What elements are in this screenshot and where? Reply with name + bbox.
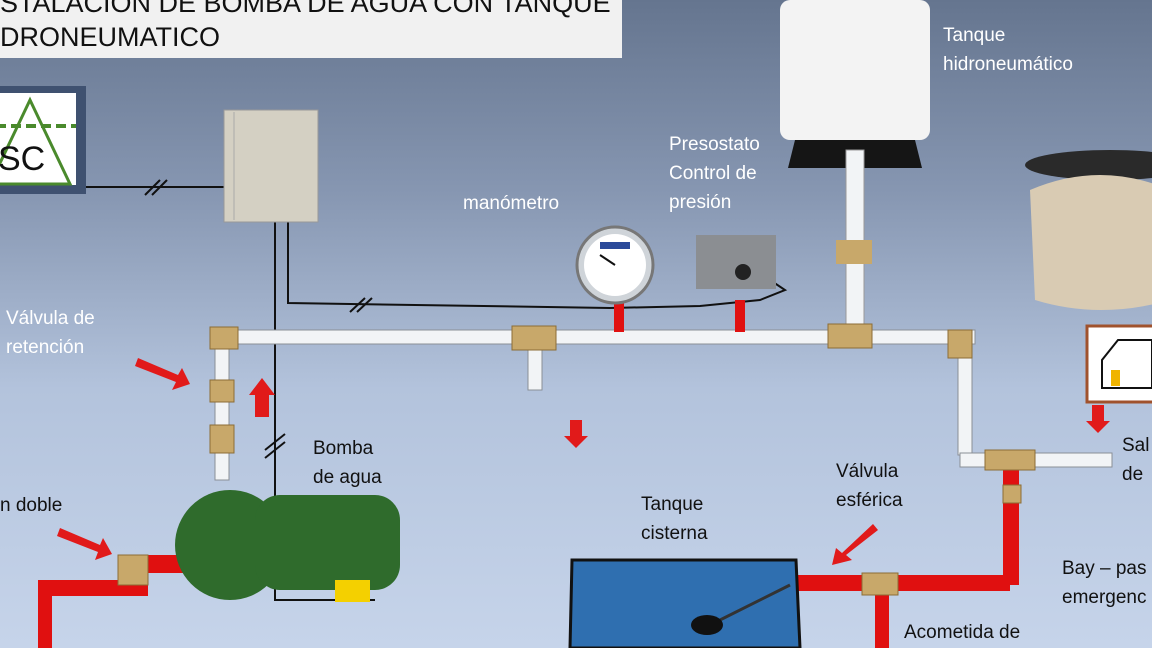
label-acometida: Acometida de bbox=[904, 622, 1021, 643]
label-valvula-retencion: Válvula de retención bbox=[6, 308, 95, 358]
water-pump bbox=[175, 490, 400, 602]
brass-fittings bbox=[117, 323, 1036, 596]
arrow-icon bbox=[249, 378, 275, 417]
arrow-icon bbox=[57, 528, 112, 560]
label-tanque-cisterna: Tanque cisterna bbox=[641, 494, 708, 544]
label-salida: Sal de bbox=[1122, 435, 1150, 485]
control-panel bbox=[223, 109, 319, 223]
cistern-tank bbox=[568, 558, 802, 648]
title-box: STALACION DE BOMBA DE AGUA CON TANQUE DR… bbox=[0, 0, 622, 58]
label-bomba: Bomba de agua bbox=[313, 438, 382, 488]
label-valvula-doble: n doble bbox=[0, 495, 63, 516]
indicator-arrows bbox=[57, 358, 1110, 565]
arrow-icon bbox=[832, 524, 878, 565]
hydropneumatic-tank bbox=[780, 0, 930, 329]
arrow-icon bbox=[135, 358, 190, 390]
house-icon bbox=[1085, 324, 1152, 404]
label-valvula-esferica: Válvula esférica bbox=[836, 461, 903, 511]
label-presostato: Presostato Control de presión bbox=[669, 134, 760, 213]
label-bypass: Bay – pas emergenc bbox=[1062, 558, 1147, 608]
title-line-1: STALACION DE BOMBA DE AGUA CON TANQUE bbox=[0, 0, 611, 18]
storage-tank bbox=[1025, 150, 1152, 310]
sc-logo: SC bbox=[0, 86, 86, 194]
title-line-2: DRONEUMATICO bbox=[0, 22, 220, 52]
label-manometro: manómetro bbox=[463, 193, 560, 214]
label-tanque-hidroneumatico: Tanque hidroneumático bbox=[943, 25, 1073, 75]
pressure-gauge bbox=[575, 225, 655, 305]
arrow-icon bbox=[564, 420, 588, 448]
red-pipes bbox=[38, 300, 1019, 648]
arrow-icon bbox=[1086, 405, 1110, 433]
pressure-switch bbox=[696, 235, 776, 289]
svg-text:SC: SC bbox=[0, 140, 45, 178]
